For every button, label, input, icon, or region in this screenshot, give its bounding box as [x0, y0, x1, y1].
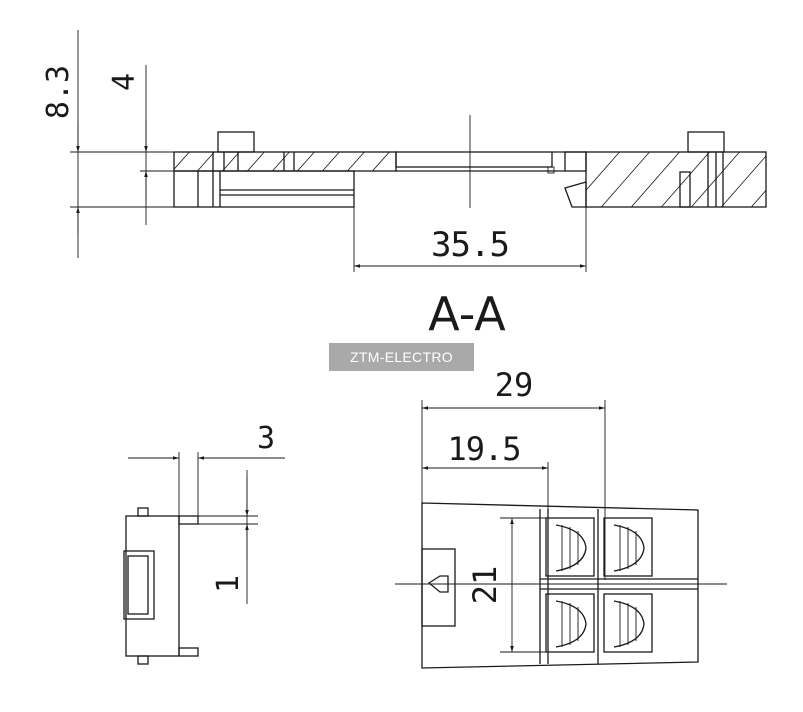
dim-label-inner-width: 19.5 [447, 430, 520, 468]
dim-label-height-21: 21 [466, 566, 504, 605]
dim-pin-offset [128, 452, 285, 516]
dim-total-height [70, 30, 174, 258]
terminal-bottom-left [545, 593, 595, 653]
dim-pin-thickness [198, 470, 258, 604]
dim-overall-width [421, 400, 606, 580]
watermark-banner: ZTM-ELECTRO [329, 343, 474, 371]
side-view [123, 452, 285, 665]
front-body [421, 502, 699, 669]
front-view [395, 400, 727, 669]
terminal-top-left [545, 517, 595, 577]
dim-label-pin-thickness: 1 [211, 575, 246, 593]
side-body [125, 515, 180, 657]
terminal-top-right [603, 517, 653, 577]
side-window-outer [123, 550, 155, 620]
section-title: A-A [428, 287, 506, 341]
side-pin-bottom [178, 647, 199, 657]
top-bump-right [687, 131, 725, 153]
front-latch-housing [421, 548, 456, 627]
dim-plate-thickness [140, 65, 174, 225]
hatch-left [174, 152, 390, 171]
dim-label-pin-offset: 3 [257, 421, 275, 456]
dim-label-span: 35.5 [431, 225, 509, 265]
dim-label-plate-thickness: 4 [107, 73, 142, 91]
right-block [585, 151, 767, 208]
dim-span [353, 207, 587, 272]
side-pin-top [178, 515, 199, 525]
hatch-right [586, 152, 766, 207]
top-bump-left [217, 131, 255, 153]
dim-inner-width [422, 462, 549, 518]
upper-plate-left [173, 151, 397, 172]
terminal-bottom-right [603, 593, 653, 653]
dim-height-21 [500, 517, 546, 653]
center-slot [395, 151, 553, 168]
section-view [70, 30, 767, 272]
dim-label-overall-width: 29 [495, 366, 534, 404]
dim-label-total-height: 8.3 [41, 65, 76, 119]
lower-plate [173, 170, 355, 208]
